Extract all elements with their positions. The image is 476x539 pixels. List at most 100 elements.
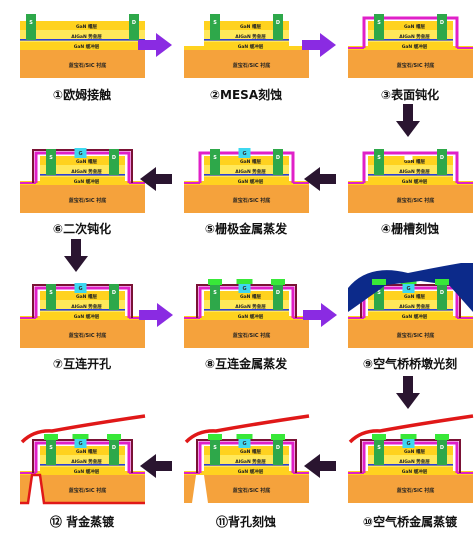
gan-cap-label: GaN 帽层 [404, 158, 426, 165]
gan-cap-label: GaN 帽层 [76, 158, 98, 165]
substrate-layer [184, 320, 309, 348]
passivation-right-foot [293, 182, 309, 184]
substrate-layer [184, 185, 309, 213]
arrow-right-2-icon [302, 33, 336, 57]
algan-label: AlGaN 势垒层 [399, 168, 430, 175]
source-pier-opening [372, 279, 386, 285]
gan-cap-label: GaN 帽层 [76, 448, 98, 455]
2deg-line [204, 39, 289, 41]
passivation-left-foot [184, 182, 200, 184]
gan-cap-layer [40, 156, 125, 165]
step-6-label: ⑥二次钝化 [52, 222, 112, 236]
gan-cap-label: GaN 帽层 [404, 23, 426, 30]
photoresist-layer [348, 263, 473, 312]
source-contact [210, 284, 220, 310]
algan-label: AlGaN 势垒层 [235, 303, 266, 310]
passivation-left-foot [348, 472, 364, 474]
substrate-label: 蓝宝石/SiC 衬底 [69, 332, 107, 339]
gate-metal [402, 438, 415, 448]
air-bridge-metal [20, 414, 146, 444]
substrate-layer [20, 320, 145, 348]
substrate-label: 蓝宝石/SiC 衬底 [233, 332, 271, 339]
arrow-down-3-icon [396, 376, 420, 409]
buffer-layer-full [20, 42, 145, 50]
substrate-layer [348, 50, 473, 78]
gate-metal [238, 148, 251, 158]
algan-label: AlGaN 势垒层 [71, 33, 102, 40]
gate-interconnect [236, 434, 253, 439]
2deg-line [204, 174, 289, 176]
gate-label: G [242, 151, 246, 157]
source-contact [374, 284, 384, 310]
passivation-left-foot [184, 472, 200, 474]
drain-contact [273, 14, 283, 40]
passivation-right-foot [293, 317, 309, 319]
source-label: S [213, 20, 217, 26]
gate-metal [74, 438, 87, 448]
2deg-line [40, 464, 125, 466]
passivation-left-foot [184, 317, 200, 319]
passivation-left-foot [20, 182, 36, 184]
arrow-down-1-icon [396, 104, 420, 137]
drain-pier-opening [435, 279, 449, 285]
gan-cap-layer [204, 446, 289, 455]
substrate-layer [184, 50, 309, 78]
gate-metal [238, 283, 251, 293]
source-contact [210, 439, 220, 465]
passivation-layer [362, 151, 459, 183]
buffer-label: GaN 缓冲层 [402, 313, 428, 320]
source-label: S [213, 445, 217, 451]
source-label: S [49, 445, 53, 451]
buffer-label: GaN 缓冲层 [74, 313, 100, 320]
air-bridge-metal [184, 414, 310, 444]
gate-recess [404, 156, 413, 160]
substrate-label: 蓝宝石/SiC 衬底 [397, 332, 435, 339]
source-contact [374, 149, 384, 175]
gate-metal [238, 438, 251, 448]
substrate-layer [348, 475, 473, 503]
buffer-label: GaN 缓冲层 [238, 178, 264, 185]
algan-label: AlGaN 势垒层 [399, 458, 430, 465]
gan-cap-layer [204, 21, 289, 30]
step-1-label: ①欧姆接触 [52, 88, 112, 102]
step-2-label: ②MESA刻蚀 [209, 88, 283, 102]
source-contact [374, 439, 384, 465]
algan-label: AlGaN 势垒层 [71, 303, 102, 310]
gate-metal [74, 148, 87, 158]
algan-label: AlGaN 势垒层 [71, 458, 102, 465]
source-contact [46, 284, 56, 310]
source-label: S [29, 20, 33, 26]
gan-cap-label: GaN 帽层 [404, 448, 426, 455]
source-label: S [49, 290, 53, 296]
gan-cap-layer [368, 156, 453, 165]
drain-contact [129, 14, 139, 40]
arrow-right-4-icon [303, 303, 337, 327]
arrow-left-4-icon [140, 454, 172, 478]
substrate-layer [20, 50, 145, 78]
drain-label: D [440, 155, 444, 161]
source-label: S [49, 155, 53, 161]
drain-label: D [276, 445, 280, 451]
buffer-label: GaN 缓冲层 [74, 178, 100, 185]
algan-label: AlGaN 势垒层 [235, 33, 266, 40]
arrow-left-3-icon [304, 454, 336, 478]
2deg-line [204, 309, 289, 311]
drain-contact [273, 149, 283, 175]
buffer-layer [204, 312, 289, 320]
drain-interconnect [107, 434, 121, 440]
passivation-right-foot [293, 472, 309, 474]
drain-contact [437, 149, 447, 175]
drain-interconnect [271, 434, 285, 440]
gan-cap-label: GaN 帽层 [76, 293, 98, 300]
passivation-left-foot [20, 472, 36, 474]
passivation-left-foot [348, 47, 364, 49]
